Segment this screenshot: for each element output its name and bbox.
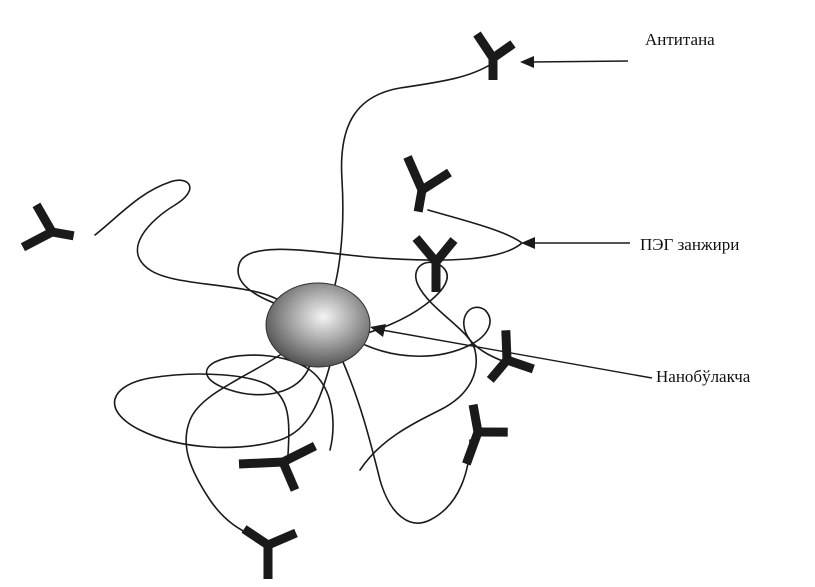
antibody-y-icon (241, 525, 298, 579)
antibody-arrowhead-icon (520, 56, 534, 68)
nanoparticle-pointer-line (381, 329, 653, 379)
antibody-y-icon (238, 441, 318, 492)
antibody-y-icon (486, 330, 535, 383)
antibodies (20, 31, 535, 579)
antibody-y-icon (412, 235, 458, 292)
antibody-y-icon (403, 155, 452, 213)
peg-chains (94, 62, 523, 541)
pointer-arrows (370, 56, 653, 379)
antibody-y-icon (20, 202, 75, 252)
peg-chain (364, 306, 506, 363)
peg-chain (185, 354, 281, 541)
antibody-label: Антитана (645, 30, 715, 49)
peg-chain (113, 364, 331, 456)
peg-chain (339, 354, 471, 524)
nanoparticle-label: Нанобўлакча (656, 367, 751, 386)
antibody-y-icon (462, 403, 508, 466)
peg-arrowhead-icon (521, 237, 535, 249)
peg-chain (344, 261, 477, 471)
peg-chain (205, 354, 334, 451)
peg-chain (317, 62, 494, 321)
nanoparticle-arrowhead-icon (370, 324, 386, 337)
peg-chain (94, 179, 291, 311)
peg-chain-label: ПЭГ занжири (640, 235, 740, 254)
nanoparticle-sphere (265, 282, 371, 368)
peg-chain (237, 209, 523, 313)
antibody-pointer-line (529, 60, 629, 63)
antibody-y-icon (473, 31, 516, 80)
